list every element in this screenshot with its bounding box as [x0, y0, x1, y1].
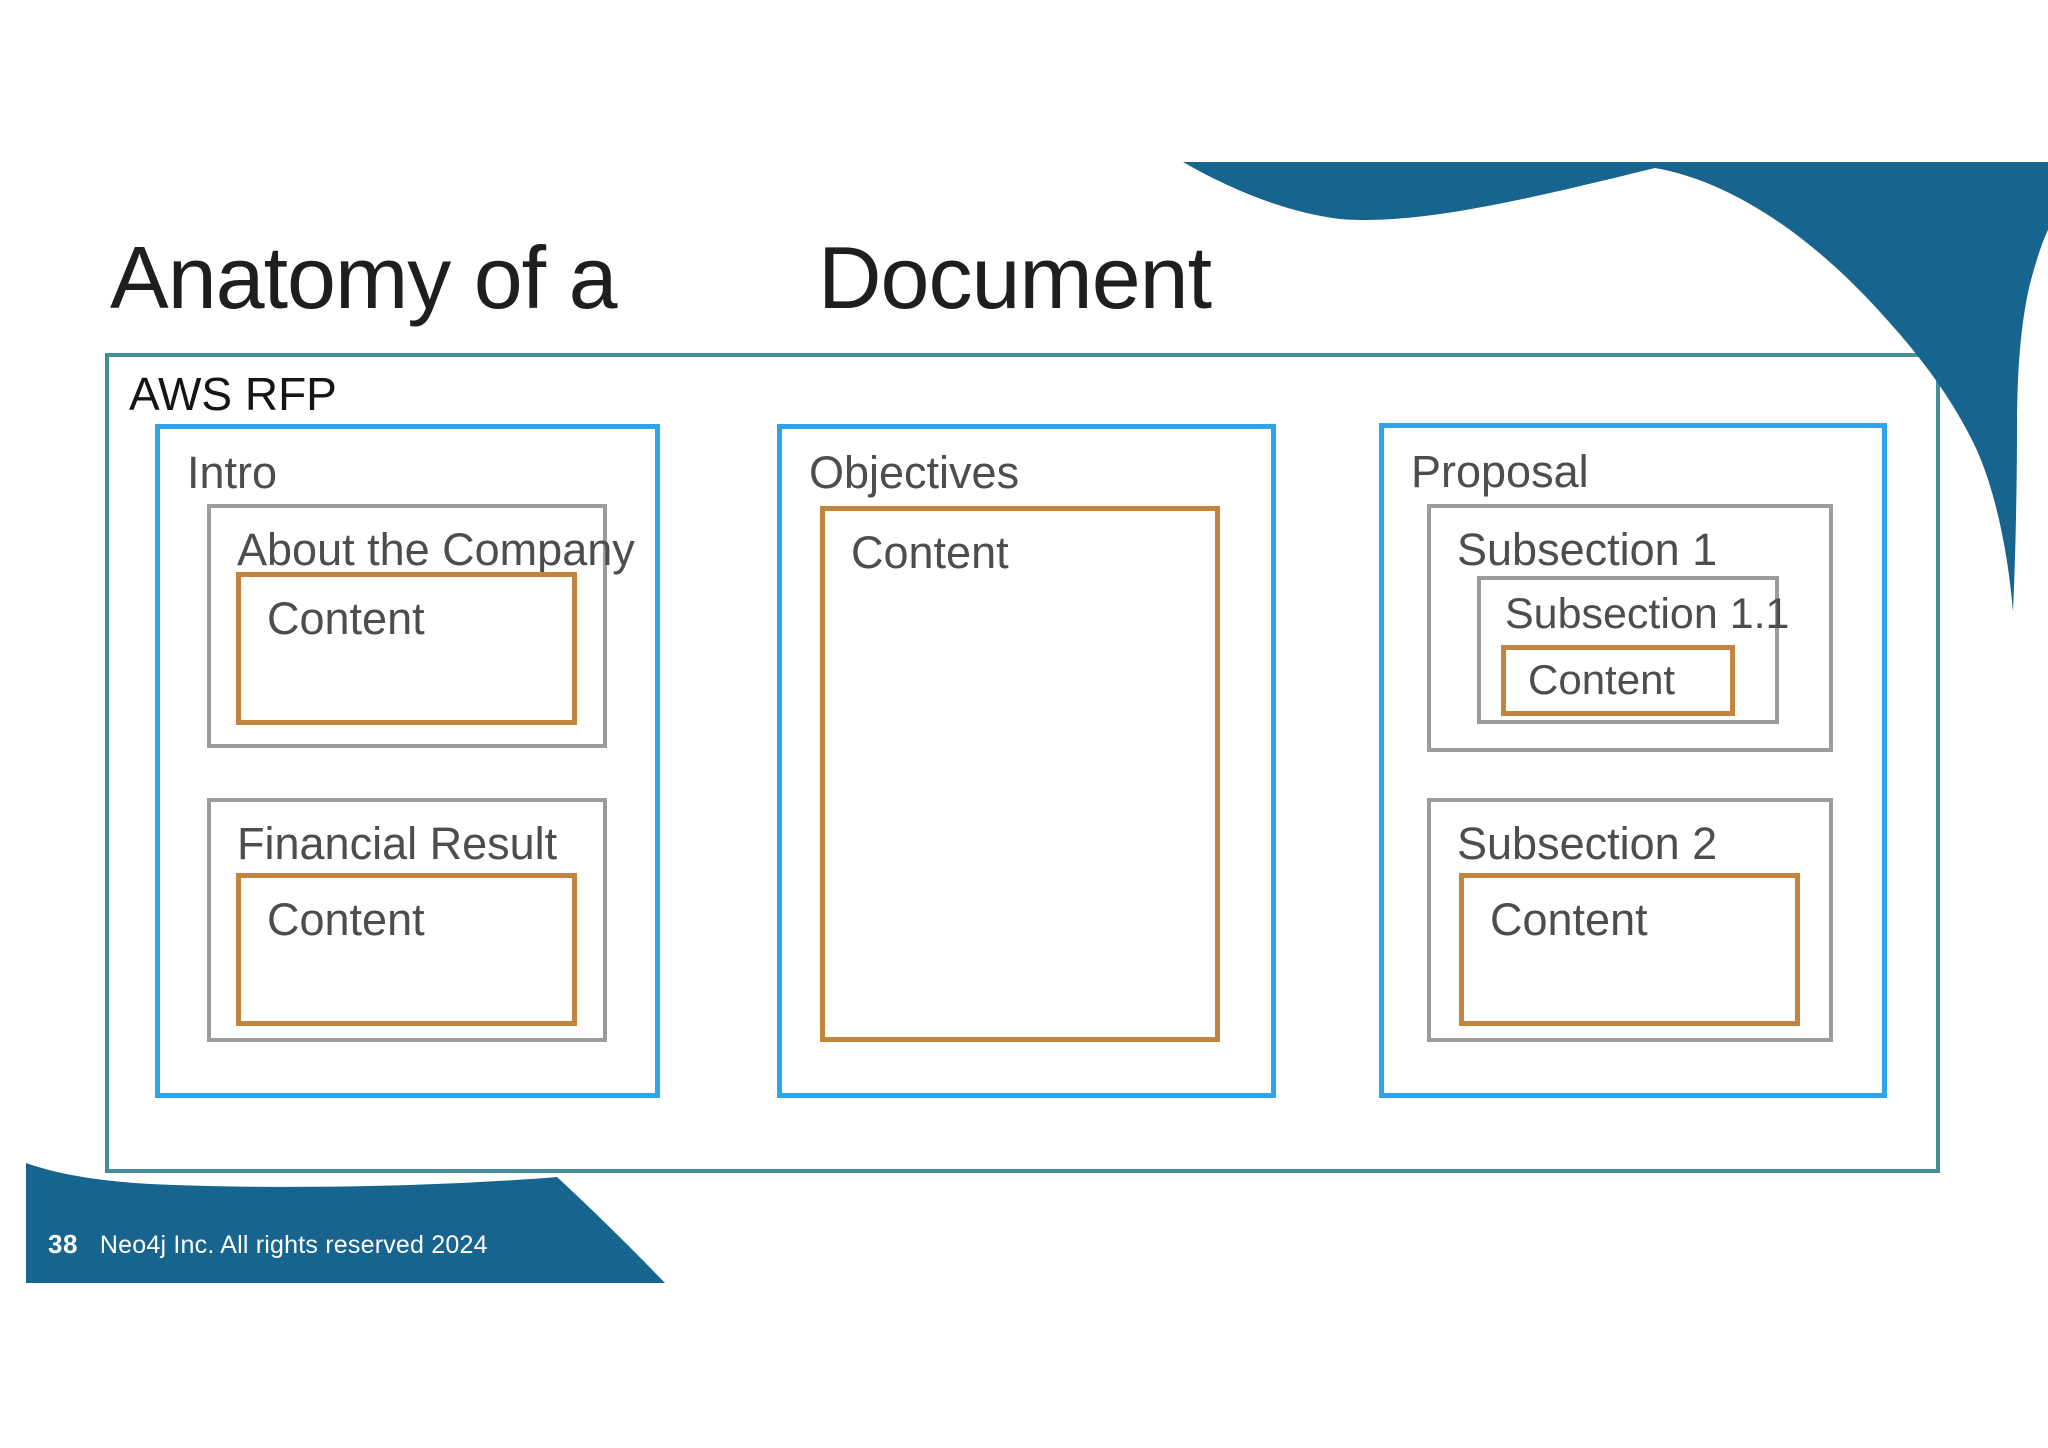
page-number: 38 — [48, 1229, 78, 1259]
subsection-box-subsection-2: Subsection 2 — [1427, 798, 1833, 1042]
section-box-objectives: Objectives — [777, 424, 1276, 1098]
content-label: Content — [267, 894, 425, 945]
subsection-label-about-the-company: About the Company — [237, 524, 635, 575]
content-box-objectives: Content — [820, 506, 1220, 1042]
slide-title-part2: Document — [818, 228, 1212, 327]
subsection-label-subsection-1-1: Subsection 1.1 — [1505, 590, 1790, 638]
section-label-proposal: Proposal — [1411, 446, 1589, 497]
content-label: Content — [1490, 894, 1648, 945]
content-box-financial-result: Content — [236, 873, 577, 1026]
content-label: Content — [851, 527, 1009, 578]
content-label: Content — [1528, 656, 1676, 703]
copyright-text: Neo4j Inc. All rights reserved 2024 — [99, 1231, 488, 1259]
content-box-about-the-company: Content — [236, 572, 577, 725]
bottom-left-wave-shape — [26, 1163, 665, 1283]
subsection-box-about-the-company: About the Company — [207, 504, 635, 748]
subsection-label-financial-result: Financial Result — [237, 818, 558, 869]
section-label-intro: Intro — [187, 447, 278, 498]
subsection-label-subsection-1: Subsection 1 — [1457, 524, 1718, 575]
section-box-intro: Intro — [155, 424, 660, 1098]
subsection-box-financial-result: Financial Result — [207, 798, 607, 1042]
section-label-objectives: Objectives — [809, 447, 1020, 498]
footer: 38 Neo4j Inc. All rights reserved 2024 — [48, 1229, 488, 1260]
content-box-subsection-2: Content — [1459, 873, 1800, 1026]
slide-title-part1: Anatomy of a — [110, 228, 618, 327]
document-label: AWS RFP — [129, 368, 337, 420]
document-box-aws-rfp: AWS RFP — [105, 353, 1940, 1173]
content-box-subsection-1-1: Content — [1501, 645, 1735, 716]
subsection-label-subsection-2: Subsection 2 — [1457, 818, 1718, 869]
content-label: Content — [267, 593, 425, 644]
